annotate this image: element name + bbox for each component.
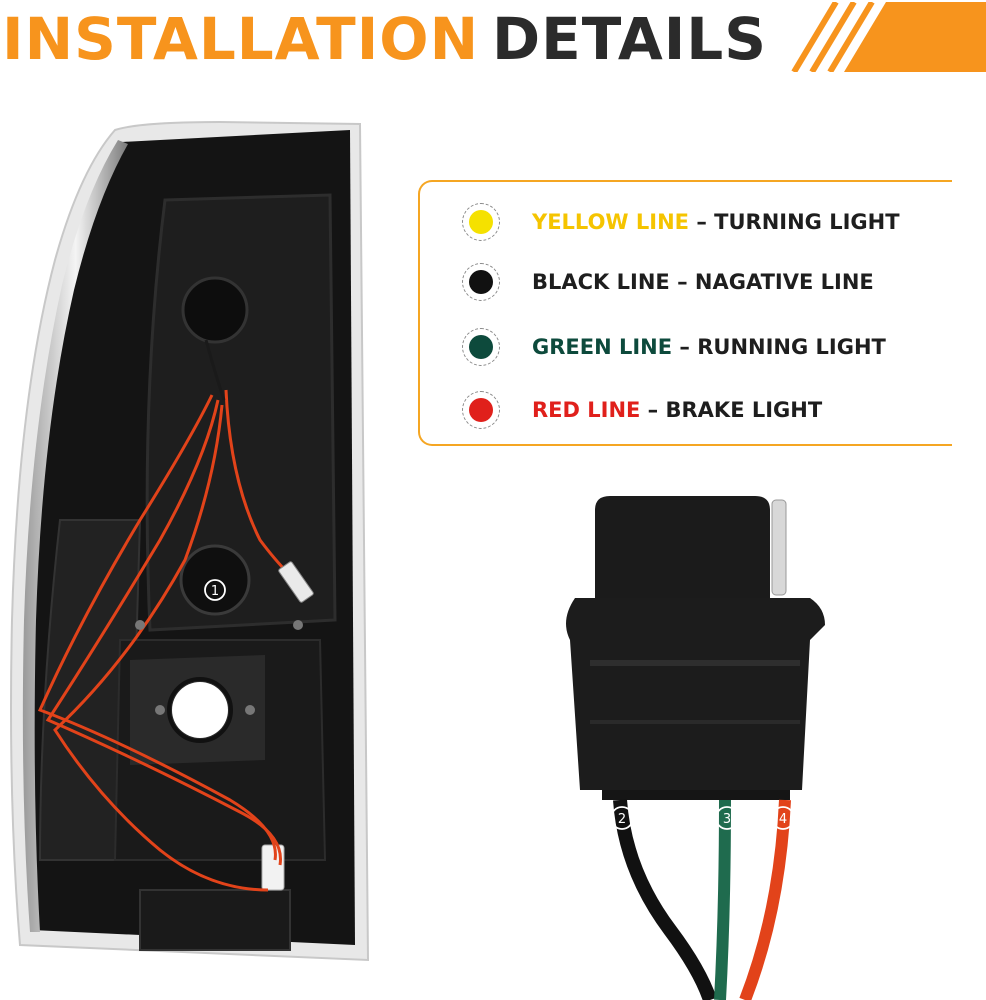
decorative-stripe [791,2,986,72]
yellow-dot-icon [462,203,500,241]
wire-number-4: 4 [779,812,787,827]
wire-red [739,799,791,1000]
header: INSTALLATION DETAILS [0,0,986,80]
wire-number-2: 2 [618,812,626,827]
legend-separator: – [669,270,695,294]
lamp-pin-label: 1 [211,584,219,599]
wire-legend-card: YELLOW LINE – TURNING LIGHT BLACK LINE –… [418,180,952,446]
black-dot-icon [462,263,500,301]
legend-separator: – [672,335,698,359]
title-details: DETAILS [492,5,768,73]
legend-color-name: BLACK LINE [532,270,670,294]
legend-separator: – [689,210,715,234]
legend-color-name: GREEN LINE [532,335,673,359]
wire-label-3: 3 [715,806,739,830]
wire-black [613,799,717,1000]
legend-function: NAGATIVE LINE [694,270,874,294]
title-installation: INSTALLATION [2,5,480,73]
chrome-strip [22,140,128,932]
legend-function: TURNING LIGHT [714,210,900,234]
red-dot-icon [462,391,500,429]
legend-item-black: BLACK LINE – NAGATIVE LINE [462,262,874,302]
wire-label-2: 2 [610,806,634,830]
tail-light-housing-image: 1 [10,120,370,962]
green-dot-icon [462,328,500,366]
wiring-connector-image: 2 3 4 [566,496,825,1000]
wire-green [714,799,731,1000]
wire-number-3: 3 [723,812,731,827]
legend-color-name: YELLOW LINE [532,210,690,234]
wire-label-4: 4 [771,806,795,830]
legend-function: BRAKE LIGHT [665,398,823,422]
legend-function: RUNNING LIGHT [697,335,886,359]
legend-color-name: RED LINE [532,398,641,422]
legend-item-yellow: YELLOW LINE – TURNING LIGHT [462,202,900,242]
legend-separator: – [640,398,666,422]
legend-item-green: GREEN LINE – RUNNING LIGHT [462,327,886,367]
legend-item-red: RED LINE – BRAKE LIGHT [462,390,822,430]
